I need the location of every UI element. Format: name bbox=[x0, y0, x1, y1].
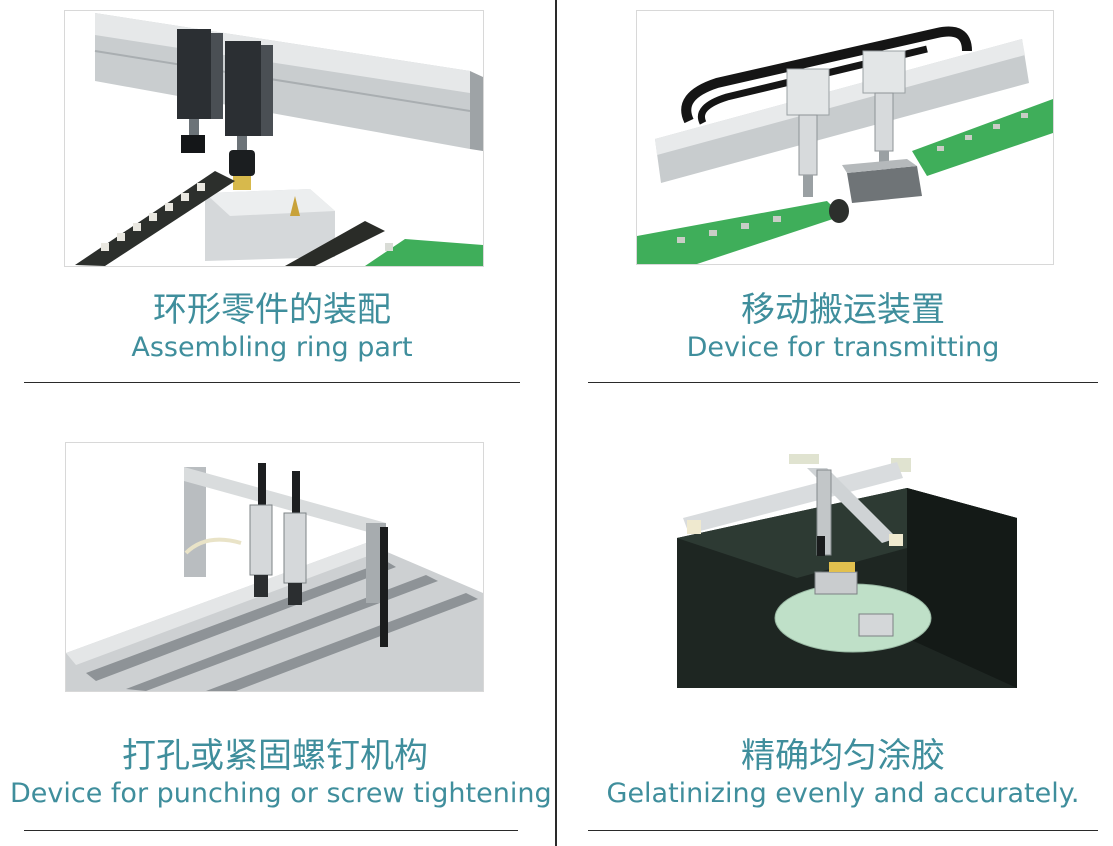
center-divider bbox=[555, 0, 557, 846]
panel-1-chinese-title: 环形零件的装配 bbox=[153, 290, 391, 330]
panel-2-chinese-title: 移动搬运装置 bbox=[741, 290, 945, 330]
panel-3-bottom-rule bbox=[24, 830, 518, 831]
panel-4-bottom-rule bbox=[588, 830, 1098, 831]
panel-3-english-title: Device for punching or screw tightening bbox=[10, 778, 552, 809]
punching-screw-gantry-illustration bbox=[65, 442, 484, 692]
panel-1-english-title: Assembling ring part bbox=[131, 332, 413, 363]
panel-4-chinese-title: 精确均匀涂胶 bbox=[741, 736, 945, 776]
panel-3-chinese-title: 打孔或紧固螺钉机构 bbox=[122, 736, 428, 776]
ring-assembly-gantry-illustration bbox=[64, 10, 484, 267]
gluing-gantry-turntable-illustration bbox=[677, 448, 1017, 688]
panel-1-bottom-rule bbox=[24, 382, 520, 383]
panel-2-english-title: Device for transmitting bbox=[686, 332, 1000, 363]
panel-4-english-title: Gelatinizing evenly and accurately. bbox=[606, 778, 1080, 809]
transfer-gantry-conveyor-illustration bbox=[636, 10, 1054, 265]
panel-2-bottom-rule bbox=[588, 382, 1098, 383]
